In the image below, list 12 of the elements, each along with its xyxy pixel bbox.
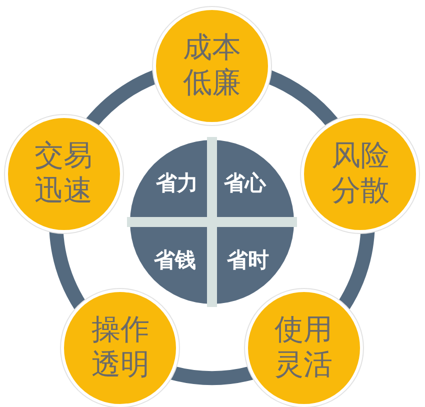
feature-label: 交易迅速 (34, 138, 94, 209)
ring-segment (337, 230, 375, 310)
feature-label: 成本低廉 (182, 31, 242, 101)
ring-segment (171, 366, 253, 385)
feature-label: 操作透明 (90, 313, 150, 384)
quadrant-label: 省钱 (154, 248, 196, 272)
quadrant-label: 省时 (227, 248, 269, 272)
quadrant-label: 省心 (224, 171, 266, 195)
ring-segment (49, 230, 87, 310)
feature-label: 风险分散 (330, 138, 390, 209)
feature-label: 使用灵活 (274, 313, 334, 384)
quadrant-label: 省力 (156, 171, 198, 195)
